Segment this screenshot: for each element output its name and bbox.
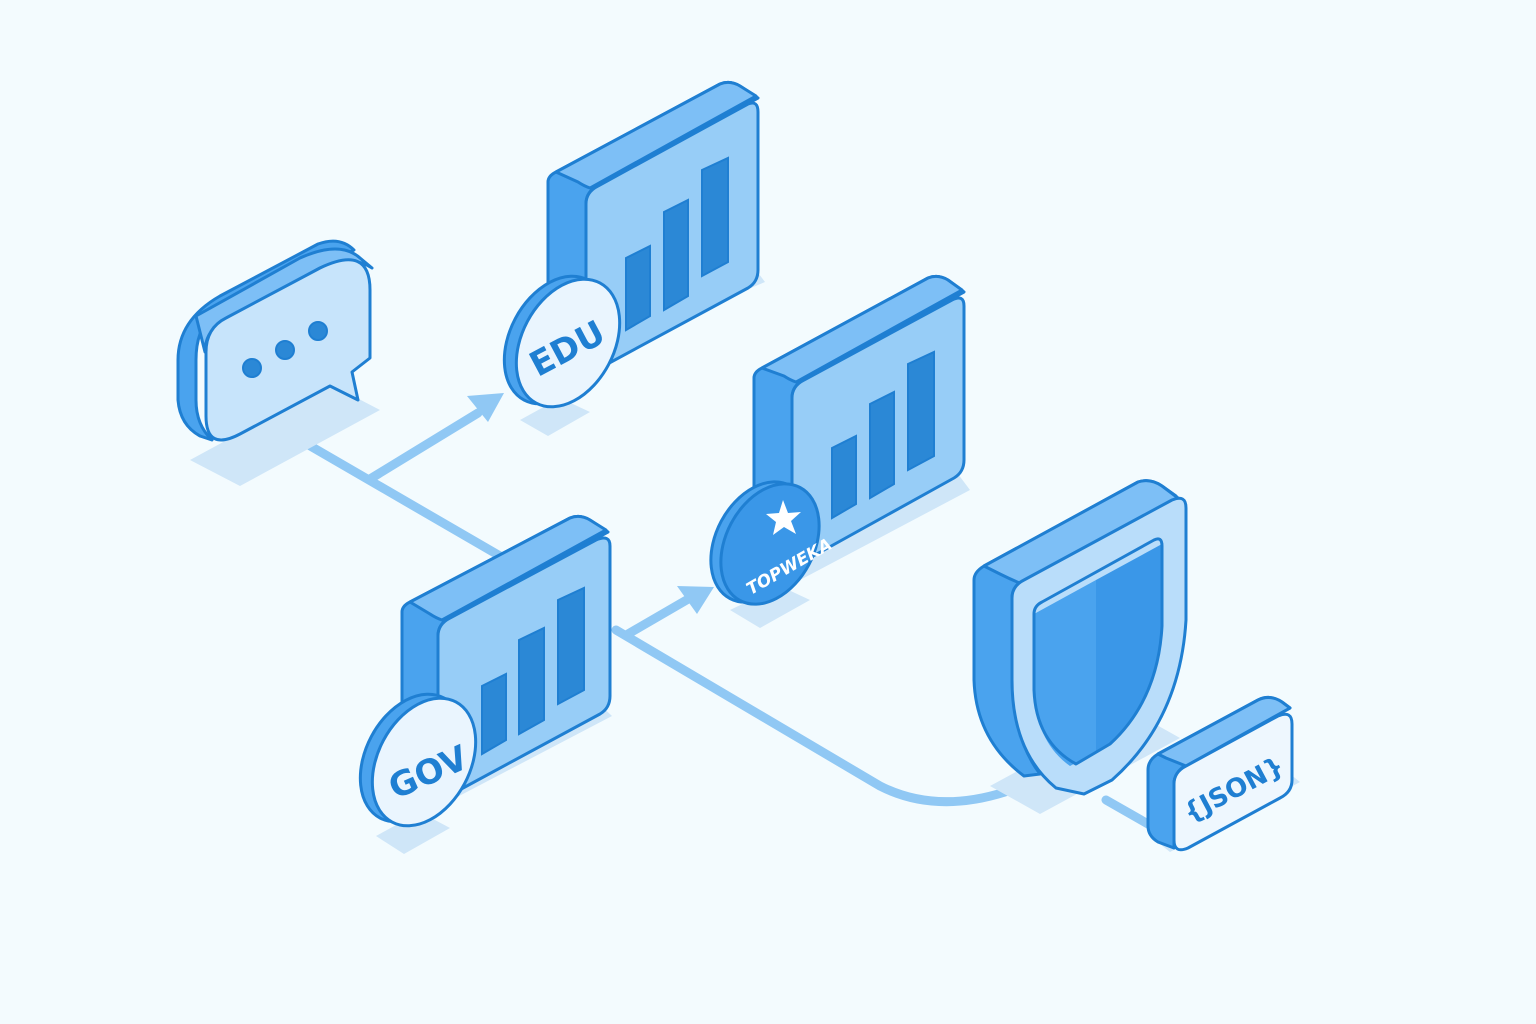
shield-node [972,479,1188,814]
topweka-chart-node: TOPWEKA [709,274,970,628]
gov-badge: GOV [358,692,478,828]
star-icon [766,500,801,535]
ellipsis-dot [242,358,262,378]
json-block-icon: {JSON} [1146,695,1294,852]
json-node: {JSON} [1146,695,1300,852]
edu-badge: EDU [502,274,622,409]
ellipsis-dot [275,340,295,360]
chart-bar [518,626,545,736]
arrow-to-edu-icon [467,393,504,422]
edge-chat-to-edu [365,408,483,484]
chat-bubble-ellipsis-icon [176,239,374,442]
chart-bar [663,198,689,312]
edge-chat-to-gov [295,435,505,561]
chat-bubble-node [176,239,380,486]
gov-chart-node: GOV [358,514,612,854]
chart-bar [625,244,651,332]
chart-bar [481,672,507,756]
edu-chart-node: EDU [502,80,765,436]
bar-chart-icon [400,514,612,798]
connectors [295,393,1153,829]
edge-gov-to-topweka [623,593,695,639]
chart-bar [701,156,729,278]
edge-shield-to-json [1101,795,1153,829]
bar-chart-icon [546,80,760,372]
chart-bar [831,434,857,520]
arrow-to-topweka-icon [677,586,714,614]
shield-icon [972,479,1188,796]
chart-bar [869,390,895,500]
edge-gov-to-shield [611,625,1010,807]
ellipsis-dot [308,321,328,341]
chart-bar [557,586,585,706]
chart-bar [907,350,935,472]
